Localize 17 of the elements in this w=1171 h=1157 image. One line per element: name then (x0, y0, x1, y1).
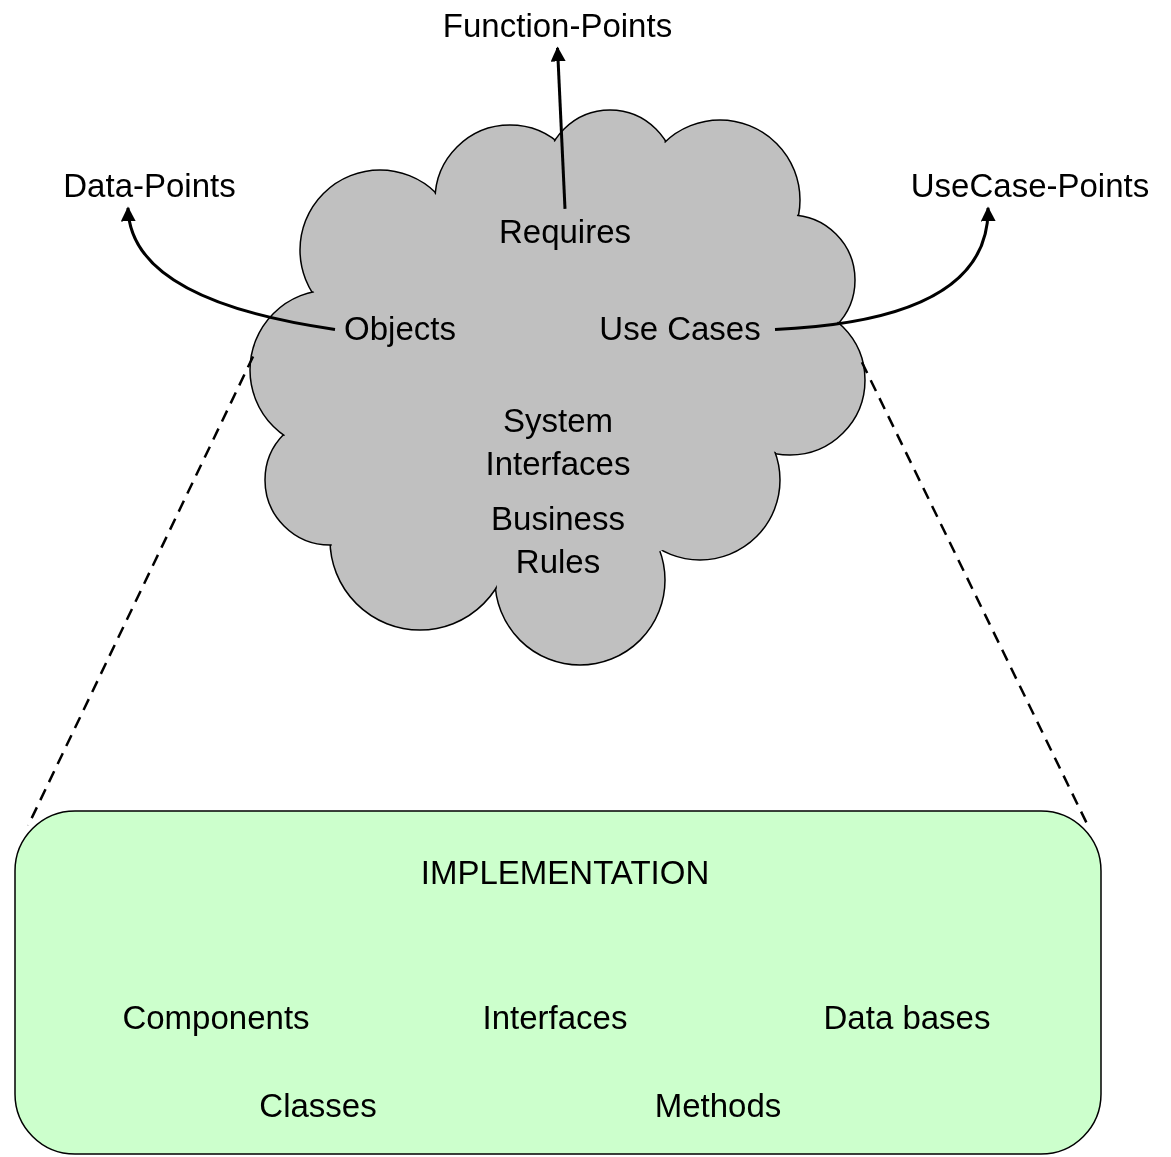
heading-text: IMPLEMENTATION (419, 853, 711, 893)
arrow (774, 206, 995, 331)
label-text: Objects (335, 308, 465, 351)
label-text: Components (121, 998, 311, 1038)
arrow (122, 206, 336, 331)
label-text: UseCase-Points (890, 165, 1170, 208)
label-text: Classes (258, 1086, 378, 1126)
label-text: System Interfaces (484, 401, 632, 484)
label-text: Methods (653, 1086, 783, 1126)
label-text: Interfaces (481, 998, 629, 1038)
arrow (550, 46, 567, 209)
label-text: Data bases (822, 998, 992, 1038)
label-text: Business Rules (490, 499, 626, 582)
label-text: Function-Points (415, 5, 700, 48)
label-text: Use Cases (585, 308, 775, 351)
label-text: Data-Points (42, 165, 257, 208)
label-text: Requires (485, 211, 645, 254)
